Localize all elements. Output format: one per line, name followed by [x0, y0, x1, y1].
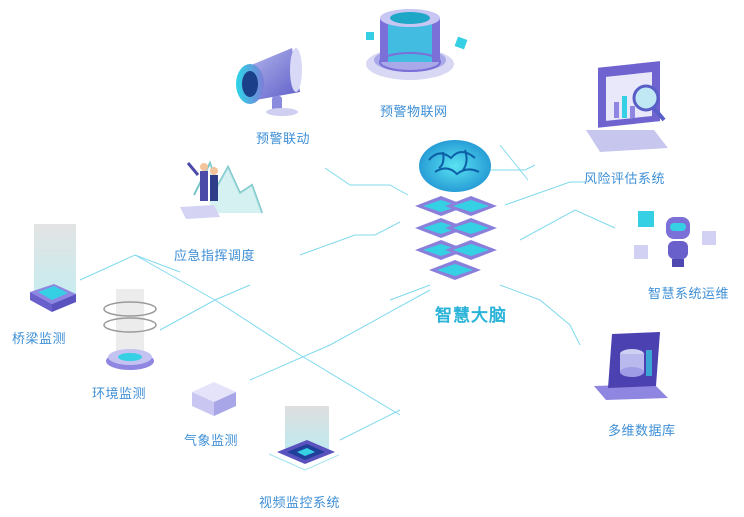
- center-label: 智慧大脑: [435, 306, 507, 326]
- node-warning-iot[interactable]: 预警物联网: [358, 4, 478, 120]
- brain-server-icon: [415, 140, 497, 280]
- robot-icon: [634, 211, 716, 267]
- node-label: 环境监测: [92, 387, 147, 402]
- weather-cube-icon: [192, 382, 236, 416]
- camera-chip-icon: [268, 406, 342, 471]
- megaphone-icon: [236, 48, 302, 116]
- node-label: 气象监测: [184, 434, 239, 449]
- node-emergency[interactable]: 应急指挥调度: [170, 155, 280, 270]
- node-label: 智慧系统运维: [648, 287, 730, 302]
- command-chart-icon: [180, 160, 263, 219]
- node-label: 多维数据库: [608, 424, 676, 439]
- iot-ring-icon: [366, 9, 468, 80]
- node-alarm-linkage[interactable]: 预警联动: [222, 40, 322, 150]
- node-weather[interactable]: 气象监测: [180, 378, 270, 453]
- environment-sensor-icon: [103, 289, 157, 370]
- node-label: 预警联动: [256, 132, 311, 147]
- database-laptop-icon: [594, 332, 668, 400]
- node-bridge[interactable]: 桥梁监测: [8, 222, 98, 347]
- node-smart-brain[interactable]: 智慧大脑: [395, 138, 525, 328]
- node-label: 预警物联网: [380, 105, 448, 120]
- node-environment[interactable]: 环境监测: [88, 285, 178, 405]
- node-label: 视频监控系统: [259, 496, 341, 511]
- node-smart-ops[interactable]: 智慧系统运维: [630, 205, 742, 305]
- node-label: 风险评估系统: [584, 172, 666, 187]
- node-label: 应急指挥调度: [174, 249, 256, 264]
- node-label: 桥梁监测: [12, 332, 67, 347]
- node-video[interactable]: 视频监控系统: [255, 404, 365, 514]
- bridge-sensor-icon: [30, 224, 76, 312]
- node-database[interactable]: 多维数据库: [588, 330, 698, 440]
- laptop-magnifier-icon: [586, 61, 668, 152]
- node-risk-assessment[interactable]: 风险评估系统: [576, 60, 686, 190]
